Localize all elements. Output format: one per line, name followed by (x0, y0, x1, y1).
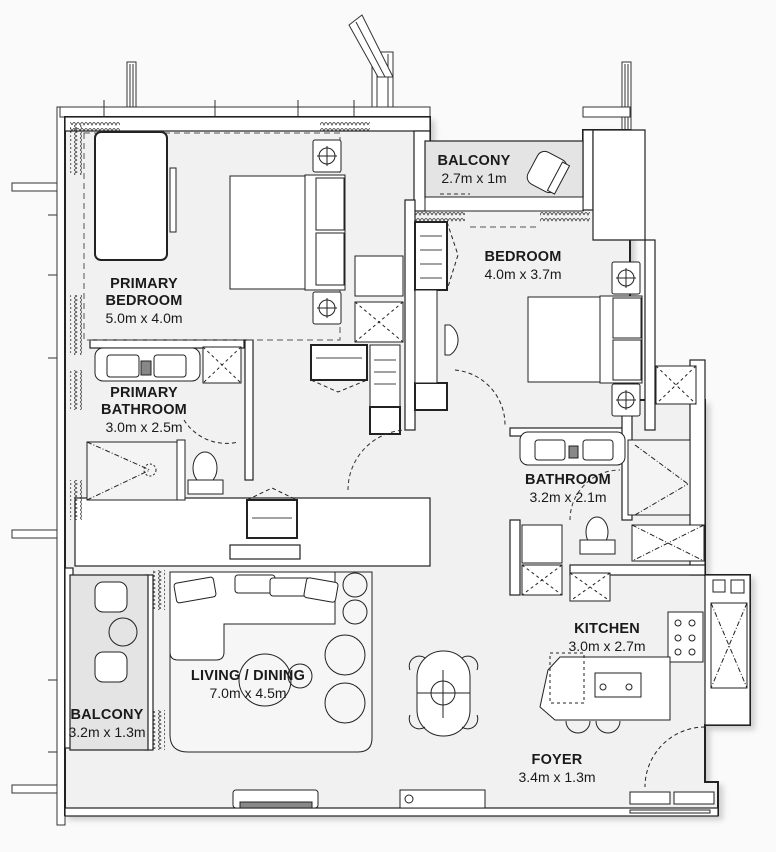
room-dimensions: 2.7m x 1m (441, 170, 507, 186)
room-name: BEDROOM (484, 249, 562, 265)
living-dining-furniture (94, 571, 486, 809)
room-name: BALCONY (70, 707, 144, 723)
room-dimensions: 7.0m x 4.5m (209, 685, 287, 701)
room-label-foyer: FOYER 3.4m x 1.3m (508, 752, 606, 786)
room-label-living-dining: LIVING / DINING 7.0m x 4.5m (180, 668, 316, 702)
shower (627, 439, 691, 516)
kitchen-fixtures (539, 579, 748, 734)
room-label-kitchen: KITCHEN 3.0m x 2.7m (560, 621, 654, 655)
room-name: BATHROOM (525, 472, 611, 488)
room-name: PRIMARY (110, 276, 178, 292)
room-dimensions: 3.0m x 2.7m (568, 638, 646, 654)
room-dimensions: 3.2m x 2.1m (529, 489, 607, 505)
sink (106, 354, 140, 378)
room-dimensions: 3.0m x 2.5m (105, 419, 183, 435)
room-label-balcony-left: BALCONY 3.2m x 1.3m (62, 707, 152, 741)
room-dimensions: 5.0m x 4.0m (105, 310, 183, 326)
room-label-balcony-top: BALCONY 2.7m x 1m (432, 153, 516, 187)
sink (534, 439, 566, 461)
room-name: KITCHEN (574, 621, 640, 637)
room-label-bedroom: BEDROOM 4.0m x 3.7m (476, 249, 570, 283)
room-name: LIVING / DINING (190, 668, 306, 684)
primary-bathroom-fixtures (86, 346, 242, 501)
foyer-fixtures (629, 726, 715, 814)
bedroom-furniture (454, 150, 697, 426)
room-label-primary-bedroom: PRIMARY BEDROOM 5.0m x 4.0m (98, 276, 190, 327)
shower (86, 441, 178, 501)
room-label-bathroom: BATHROOM 3.2m x 2.1m (520, 472, 616, 506)
sink (582, 439, 614, 461)
zone-lines (83, 132, 540, 341)
room-name: PRIMARY (110, 385, 178, 401)
sink (153, 354, 187, 378)
door-swings (347, 429, 621, 521)
primary-bedroom-furniture (94, 131, 404, 343)
room-name: BALCONY (437, 153, 511, 169)
wardrobe (94, 131, 168, 261)
room-name: BATHROOM (101, 402, 187, 418)
walk-in-closets (246, 221, 459, 539)
room-name: BEDROOM (105, 293, 183, 309)
bedroom-desk (414, 289, 459, 384)
curtains (70, 120, 590, 750)
room-label-primary-bathroom: PRIMARY BATHROOM 3.0m x 2.5m (96, 385, 192, 436)
room-dimensions: 3.2m x 1.3m (68, 724, 146, 740)
room-dimensions: 4.0m x 3.7m (484, 266, 562, 282)
toilet (192, 451, 218, 485)
bathroom-fixtures (519, 431, 705, 602)
room-name: FOYER (531, 752, 583, 768)
room-dimensions: 3.4m x 1.3m (518, 769, 596, 785)
